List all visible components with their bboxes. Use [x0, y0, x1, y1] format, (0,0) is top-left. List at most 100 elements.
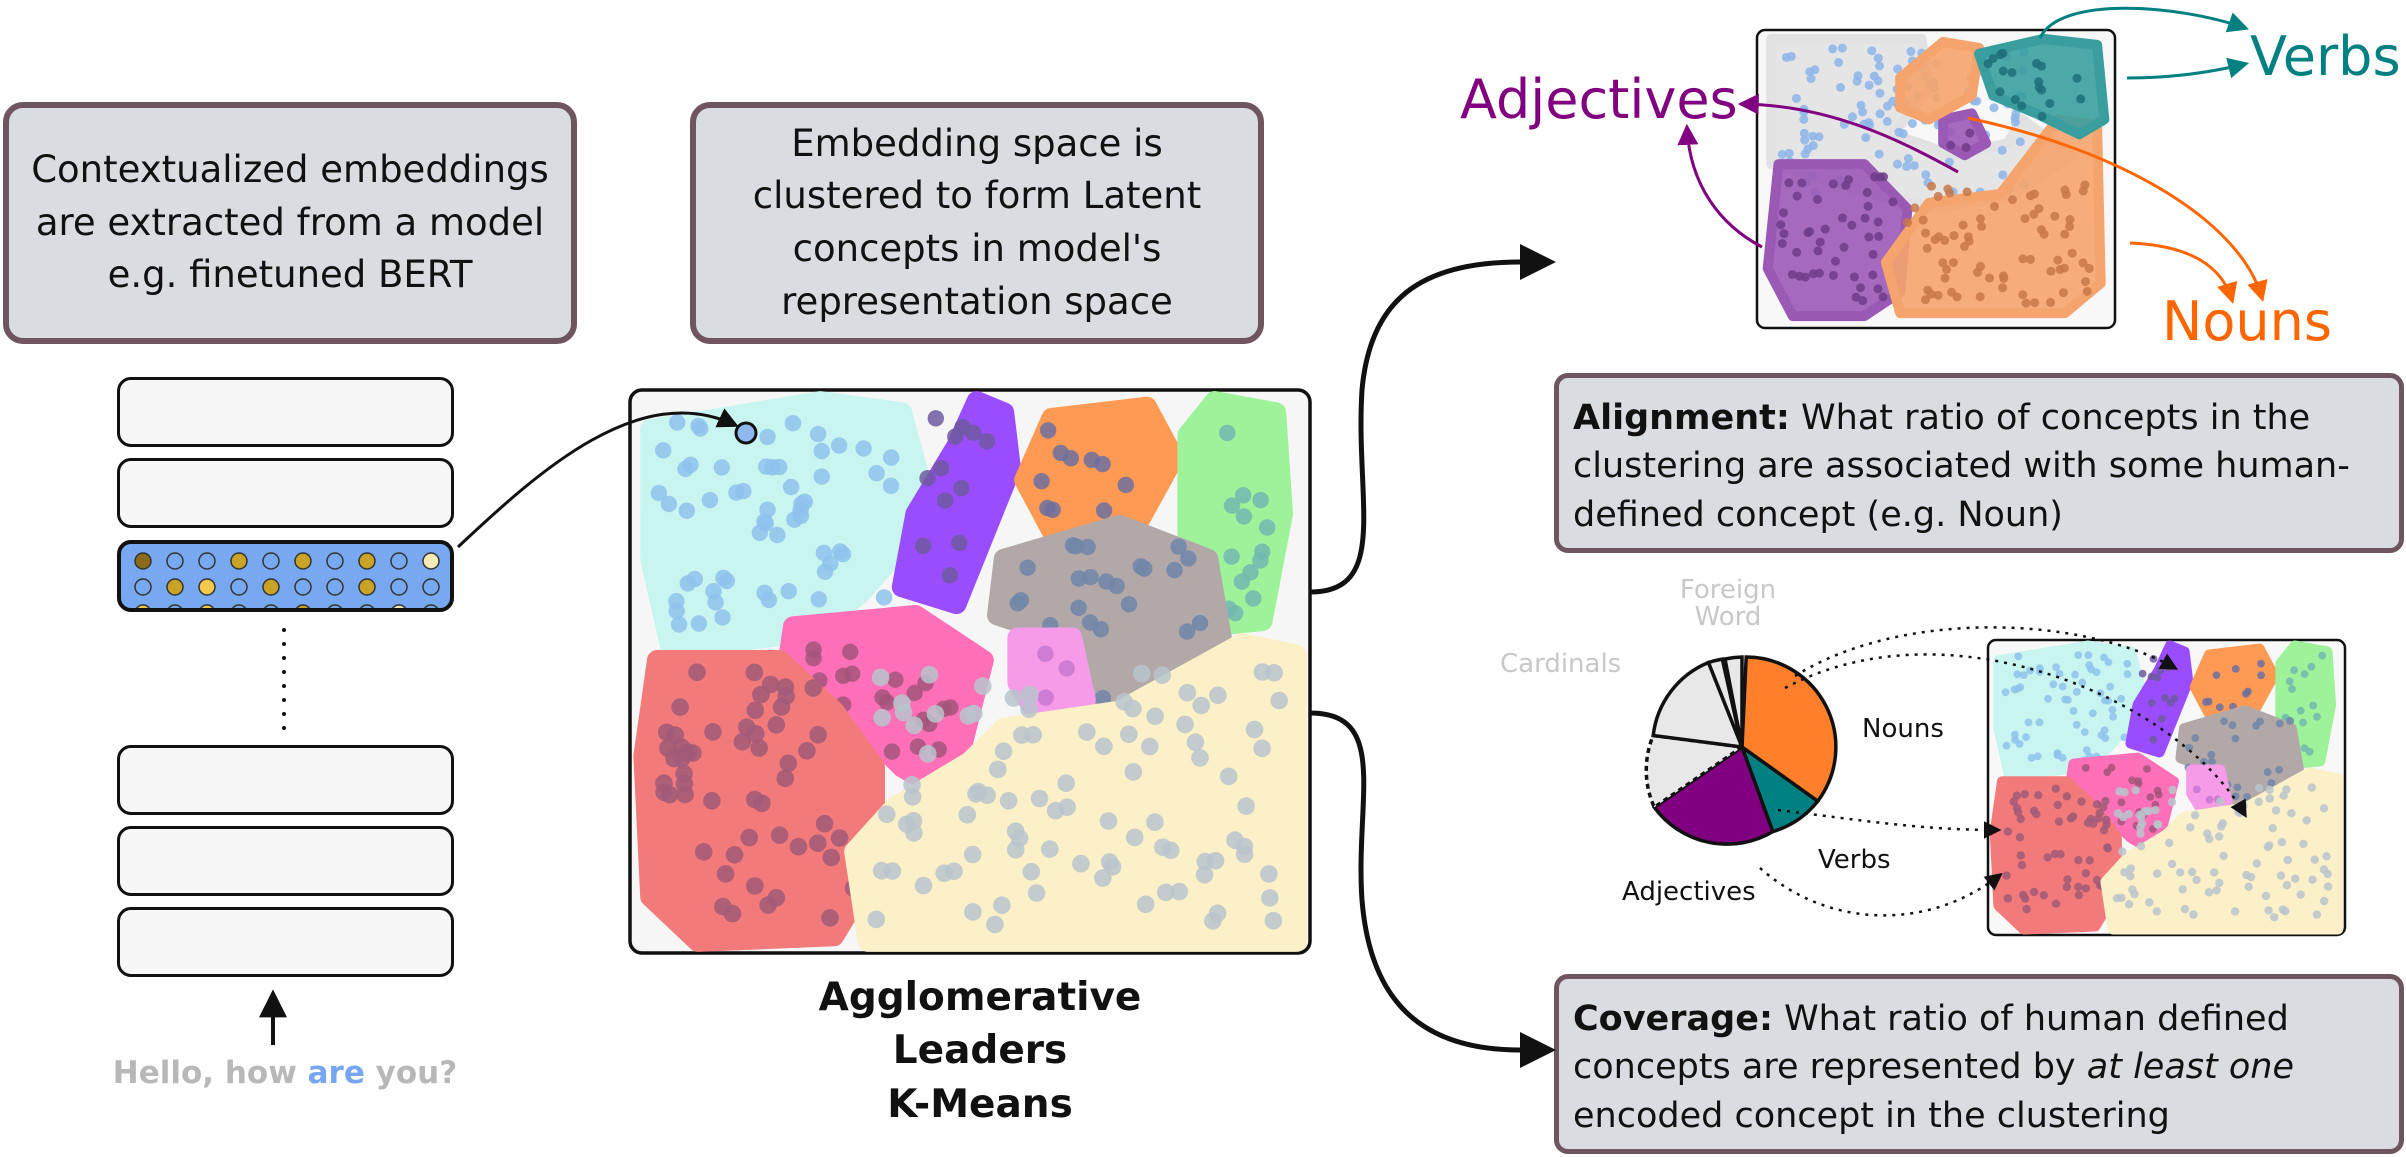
embedding-point [1010, 829, 1029, 847]
embedding-point [2149, 655, 2158, 663]
embedding-point [2002, 741, 2011, 750]
embedding-point [1810, 65, 1820, 75]
embedding-point [1797, 178, 1807, 188]
coverage-arrow-3 [1777, 808, 2002, 839]
embedding-point [769, 526, 786, 544]
embedding-point [1838, 213, 1847, 223]
model-layer-5 [117, 826, 454, 896]
embedding-point [2165, 838, 2174, 848]
embedding-point [2233, 783, 2242, 792]
embedding-point [1938, 258, 1948, 268]
embedding-point [2002, 871, 2011, 880]
embedding-point [2062, 792, 2071, 801]
embedding-point [1020, 700, 1038, 718]
embedding-point [2074, 890, 2084, 900]
embedding-point [822, 848, 841, 867]
embedding-point [776, 678, 795, 696]
embedding-point [1948, 258, 1958, 268]
embedding-point [914, 876, 933, 895]
embedding-point [2013, 808, 2023, 817]
embedding-point [2003, 894, 2013, 903]
embedding-point [2058, 288, 2068, 298]
embedding-point [1958, 220, 1968, 230]
embedding-point [1852, 76, 1862, 86]
embedding-point [1092, 621, 1110, 638]
embedding-point [986, 915, 1004, 934]
embedding-point [1146, 813, 1164, 831]
embedding-point [906, 684, 923, 702]
embedding-point [1136, 560, 1153, 577]
embedding-point [2278, 905, 2288, 914]
embedding-point [1862, 187, 1872, 197]
embedding-point [2084, 651, 2093, 659]
pie-label-cardinals: Cardinals [1500, 649, 1621, 679]
pie-slice-cardinals [1651, 660, 1745, 750]
embedding-point [2082, 746, 2091, 754]
embedding-point [1907, 119, 1917, 128]
embedding-point [855, 440, 872, 457]
embedding-point [1849, 272, 1859, 282]
embedding-point [1828, 44, 1838, 54]
embedding-point [1903, 154, 1913, 163]
embedding-point [1906, 47, 1916, 56]
embedding-point [2285, 677, 2294, 686]
embedding-point [1997, 145, 2007, 155]
embedding-point [2117, 694, 2126, 703]
embedding-point [1799, 114, 1809, 124]
embedding-point [2078, 258, 2088, 268]
embedding-point [1927, 181, 1936, 191]
embedding-point [1235, 845, 1254, 863]
embedding-point [1237, 797, 1255, 815]
embedding-point [1990, 202, 1999, 211]
embedding-point [1153, 666, 1171, 684]
embedding-point [776, 769, 795, 788]
embedding-point [2176, 868, 2185, 877]
embedding-point [2103, 844, 2112, 853]
embedding-point [759, 501, 776, 518]
embedding-point [2296, 706, 2305, 715]
embedding-point [964, 903, 982, 921]
embedding-point [2290, 666, 2299, 674]
embedding-point [1863, 201, 1873, 211]
embedding-point [2205, 795, 2214, 804]
embedding-point [905, 824, 923, 842]
embedding-point [2072, 688, 2081, 696]
embedding-point [2231, 665, 2240, 673]
embedding-point [2152, 869, 2162, 878]
embedding-point [1922, 243, 1932, 253]
embedding-point [2035, 718, 2044, 727]
embedding-point [1888, 197, 1898, 207]
embedding-point [2077, 797, 2086, 806]
embedding-point [1784, 148, 1794, 158]
coverage-text-before: What ratio of human defined concepts are… [1573, 999, 2289, 1088]
embedding-point [2257, 671, 2266, 680]
embedding-point [2123, 670, 2132, 678]
embedding-point [1264, 911, 1283, 930]
embedding-point [830, 829, 849, 847]
embedding-point [2010, 117, 2020, 127]
embedding-point [2014, 652, 2023, 661]
embedding-point [2279, 791, 2288, 800]
extract-callout-text: Contextualized embeddings are extracted … [31, 148, 549, 297]
embedding-point [2060, 185, 2070, 195]
embedding-point [716, 865, 735, 883]
embedding-point [2153, 673, 2162, 682]
embedding-point [1998, 66, 2008, 76]
embedding-point [2261, 891, 2271, 901]
embedding-point [2186, 823, 2195, 832]
embedding-point [2016, 814, 2025, 824]
embedding-point [887, 671, 904, 688]
embedding-point [1099, 812, 1118, 830]
embedding-point [1261, 889, 1279, 907]
embedding-point [2106, 682, 2115, 691]
embedding-point [764, 459, 781, 476]
embedding-point [2010, 95, 2020, 105]
highlighted-token: are [307, 1055, 365, 1091]
coverage-box: Coverage: What ratio of human defined co… [1554, 974, 2404, 1154]
embedding-point [2021, 894, 2030, 903]
embedding-point [1976, 214, 1985, 224]
embedding-point [2074, 651, 2083, 659]
embedding-point [767, 716, 786, 734]
embedding-point [1998, 271, 2008, 281]
embedding-point [2101, 815, 2111, 824]
